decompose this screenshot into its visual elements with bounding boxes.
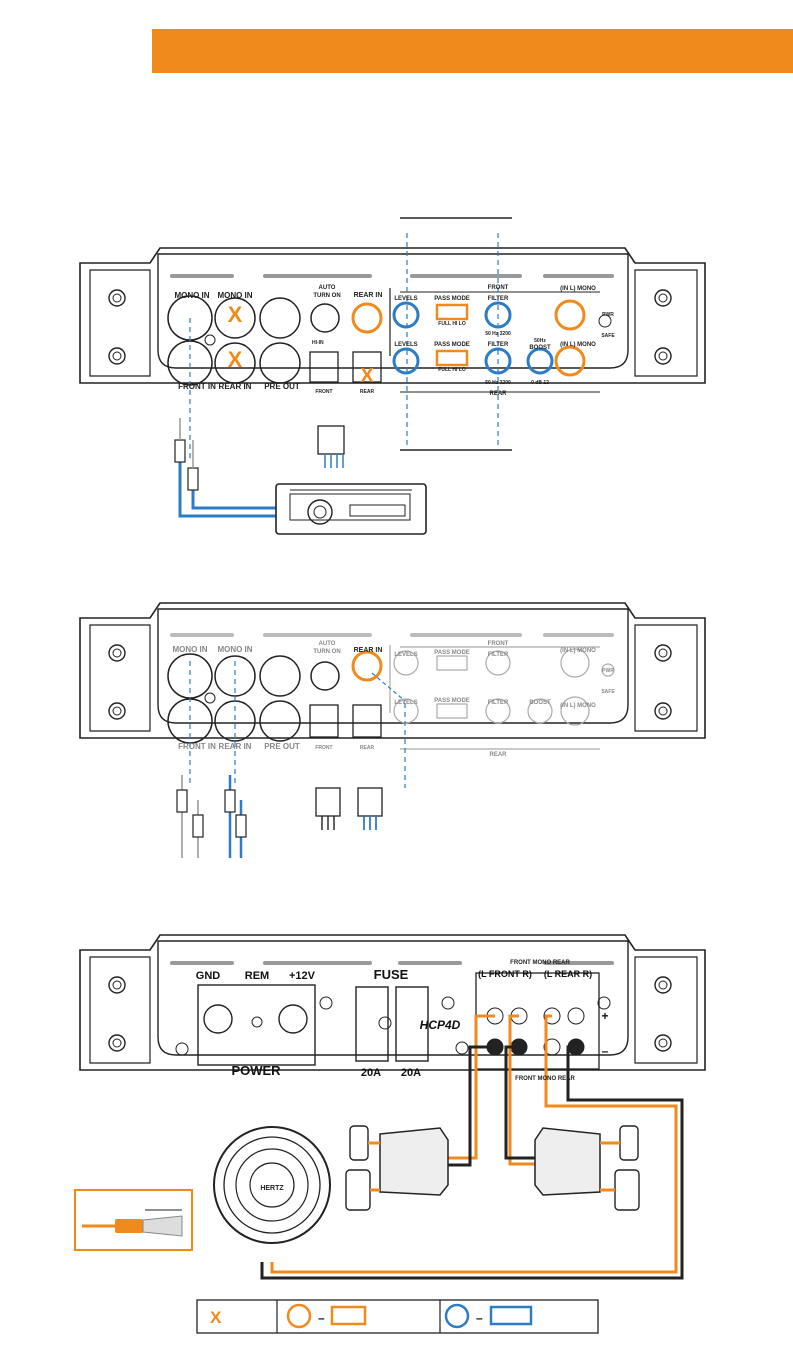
header-bar [152, 29, 793, 73]
label-filter-front: FILTER [488, 296, 509, 302]
label-front-p2: FRONT [488, 641, 509, 647]
label-mono-p2a: (IN L) MONO [560, 648, 596, 654]
label-mono-in-p2b: MONO IN [217, 645, 252, 654]
x-mark-rear: X [228, 347, 243, 372]
label-mono-front: (IN L) MONO [560, 286, 596, 292]
label-pass-p2b: PASS MODE [434, 698, 470, 704]
label-filter-p2a: FILTER [488, 652, 509, 658]
label-mono-in-2: MONO IN [217, 291, 252, 300]
label-hz-front: 50 Hz 3200 [485, 331, 511, 337]
panel-1-labels: MONO IN MONO IN FRONT IN REAR IN PRE OUT… [174, 285, 615, 397]
speaker-wires [260, 1014, 684, 1280]
legend-x-icon: X [210, 1308, 222, 1327]
label-auto-p2: AUTO [319, 641, 336, 647]
label-auto: AUTO [319, 285, 336, 291]
label-gnd: GND [196, 970, 221, 982]
label-mono-in-p2: MONO IN [172, 645, 207, 654]
legend-labels: X – – [210, 1308, 483, 1327]
label-safe: SAFE [601, 333, 615, 339]
label-pre-out: PRE OUT [264, 382, 300, 391]
label-rear-in: REAR IN [354, 292, 383, 299]
label-front-in: FRONT IN [178, 382, 216, 391]
label-front-in-p2: FRONT IN [178, 742, 216, 751]
label-rem: REM [245, 970, 269, 982]
label-turn-on-p2: TURN ON [313, 649, 340, 655]
label-hz-rear: 50 Hz 3200 [485, 380, 511, 386]
label-pre-out-p2: PRE OUT [264, 742, 300, 751]
wire-strip-image [74, 1189, 193, 1251]
label-rear-in-p2: REAR IN [219, 742, 252, 751]
head-unit-image [275, 483, 427, 535]
label-hi-in: HI-IN [312, 340, 324, 346]
legend [196, 1299, 599, 1334]
label-fuse: FUSE [374, 967, 409, 982]
label-full-hi-lo-rear: FULL HI LO [438, 367, 466, 373]
label-pass-mode-rear: PASS MODE [434, 342, 470, 348]
label-fuse-b: 20A [401, 1067, 421, 1079]
label-db: 0 dB 12 [531, 380, 549, 386]
label-levels-p2b: LEVELS [394, 700, 417, 706]
sub-brand-label: HERTZ [260, 1185, 284, 1192]
x-mark-hi-rear: X [360, 365, 374, 387]
label-boost: BOOST [529, 345, 551, 351]
label-pass-mode-front: PASS MODE [434, 296, 470, 302]
label-front-mono-rear-top: FRONT MONO REAR [510, 960, 570, 966]
label-levels-front: LEVELS [394, 296, 417, 302]
label-front-section: FRONT [488, 285, 509, 291]
panel-2-labels: MONO IN MONO IN FRONT IN REAR IN PRE OUT… [172, 641, 615, 758]
label-rear-in-bottom: REAR IN [219, 382, 252, 391]
label-boost-p2: BOOST [529, 700, 551, 706]
label-hi-front: FRONT [315, 389, 332, 395]
label-model: HCP4D [420, 1018, 461, 1032]
label-filter-rear: FILTER [488, 342, 509, 348]
label-filter-p2b: FILTER [488, 700, 509, 706]
label-levels-rear: LEVELS [394, 342, 417, 348]
label-levels-p2a: LEVELS [394, 652, 417, 658]
label-pwr-p2: PWR [602, 668, 614, 674]
label-minus: – [602, 1044, 609, 1058]
label-power: POWER [231, 1063, 281, 1078]
label-l-front-r: (L FRONT R) [478, 969, 532, 979]
label-12v: +12V [289, 970, 316, 982]
label-rear-in-p2-top: REAR IN [354, 647, 383, 654]
label-mono-in: MONO IN [174, 291, 209, 300]
subwoofer-image: HERTZ [213, 1126, 331, 1244]
power-panel-labels: GND REM +12V POWER FUSE 20A 20A HCP4D FR… [196, 960, 609, 1082]
legend-dash-2: – [476, 1311, 483, 1325]
label-mono-p2b: (IN L) MONO [560, 703, 596, 709]
label-front-mono-rear-bottom: FRONT MONO REAR [515, 1076, 575, 1082]
label-rear-p2: REAR [489, 752, 507, 758]
rca-cables-2 [176, 775, 383, 858]
rca-cables-1 [174, 418, 345, 518]
label-hi-front-p2: FRONT [315, 745, 332, 751]
label-rear-section: REAR [489, 391, 507, 397]
legend-dash-1: – [318, 1311, 325, 1325]
label-fuse-a: 20A [361, 1067, 381, 1079]
label-50hz: 50Hz [534, 338, 546, 344]
label-l-rear-r: (L REAR R) [544, 969, 592, 979]
amp-panel-1 [79, 217, 706, 458]
amp-panel-2 [79, 602, 706, 788]
label-hi-rear-p2: REAR [360, 745, 375, 751]
crossover-right-image [534, 1125, 640, 1211]
label-hi-rear: REAR [360, 389, 375, 395]
label-pass-p2a: PASS MODE [434, 650, 470, 656]
label-turn-on: TURN ON [313, 293, 340, 299]
crossover-left-image [345, 1125, 449, 1211]
label-mono-rear: (IN L) MONO [560, 342, 596, 348]
amp-power-panel [79, 934, 706, 1071]
label-pwr: PWR [602, 312, 614, 318]
label-full-hi-lo-front: FULL HI LO [438, 321, 466, 327]
label-plus: + [601, 1009, 608, 1023]
label-safe-p2: SAFE [601, 689, 615, 695]
x-mark-mono: X [228, 302, 243, 327]
